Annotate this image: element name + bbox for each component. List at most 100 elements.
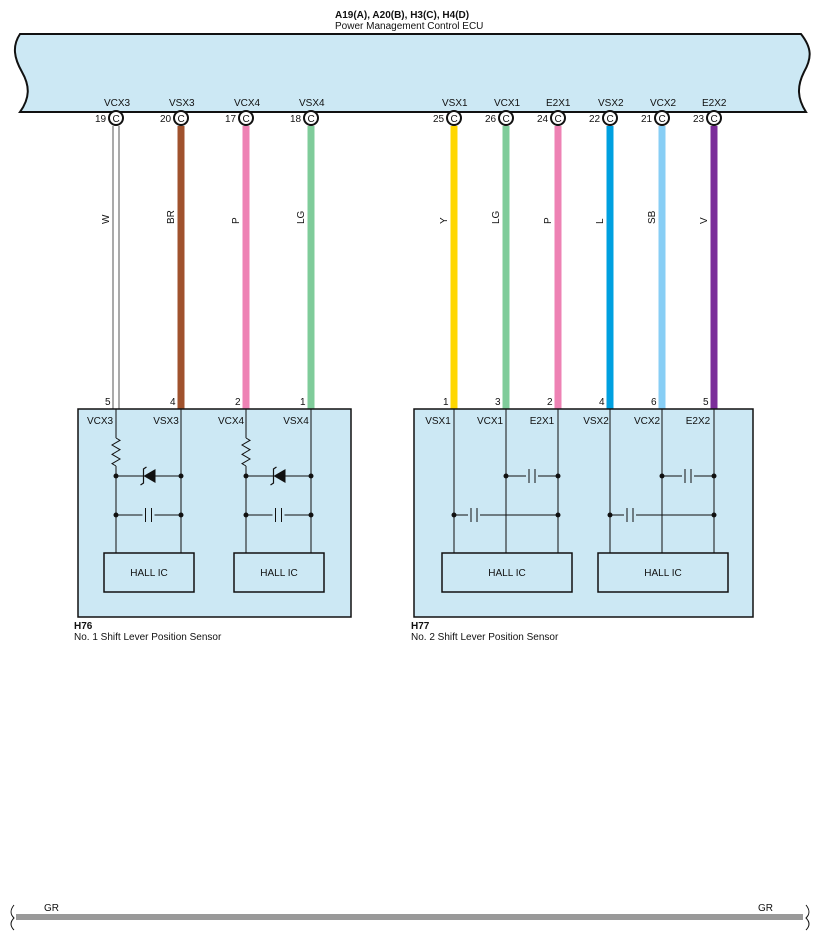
ecu-pin-number: 20 <box>160 114 172 125</box>
connector-c-icon <box>706 110 722 126</box>
junction-dot <box>178 512 184 518</box>
hall-ic-label: HALL IC <box>130 568 167 579</box>
sensor-pin-number: 4 <box>170 397 176 408</box>
gr-line-right-break <box>805 904 810 931</box>
sensor-internal-pin-label: E2X1 <box>530 416 555 427</box>
zener-bar <box>270 466 277 486</box>
hall-ic-box <box>233 552 325 593</box>
resistor-icon <box>111 437 121 467</box>
junction-dot <box>308 473 314 479</box>
sensor-pin-number: 5 <box>703 397 709 408</box>
wire-color-code: V <box>699 217 710 224</box>
junction-dot <box>451 512 457 518</box>
wire-vsx3: VSX3 20 C BR 4 <box>160 98 195 409</box>
sensor-pin-number: 5 <box>105 397 111 408</box>
ecu-pin-number: 24 <box>537 114 549 125</box>
capacitor-gap <box>624 508 636 522</box>
sensor-pin-number: 2 <box>235 397 241 408</box>
connector-letter: C <box>243 114 250 125</box>
wire-color-code: BR <box>166 210 177 224</box>
zener-bar <box>140 466 147 486</box>
junction-dot <box>113 473 119 479</box>
connector-letter: C <box>607 114 614 125</box>
junction-dot <box>113 512 119 518</box>
sensor-h76-name: No. 1 Shift Lever Position Sensor <box>74 632 222 643</box>
ecu-connectors-label: A19(A), A20(B), H3(C), H4(D) <box>335 10 469 21</box>
hall-ic-box <box>597 552 729 593</box>
ecu-pin-label: VSX3 <box>169 98 195 109</box>
zener-diode-icon <box>143 469 156 483</box>
capacitor-gap <box>526 469 538 483</box>
ecu-pin-label: VSX2 <box>598 98 624 109</box>
capacitor-gap <box>142 508 155 522</box>
ecu-name-label: Power Management Control ECU <box>335 21 483 32</box>
capacitor-gap <box>682 469 694 483</box>
hall-ic-box <box>441 552 573 593</box>
ecu-pin-label: E2X2 <box>702 98 727 109</box>
connector-c-icon <box>238 110 254 126</box>
ecu-pin-number: 26 <box>485 114 497 125</box>
wire-color-code: P <box>231 217 242 224</box>
connector-c-icon <box>498 110 514 126</box>
junction-dot <box>555 473 561 479</box>
hall-ic-label: HALL IC <box>260 568 297 579</box>
connector-c-icon <box>550 110 566 126</box>
wire-color-code: LG <box>296 210 307 224</box>
connector-letter: C <box>113 114 120 125</box>
junction-dot <box>711 473 717 479</box>
ecu-pin-number: 17 <box>225 114 237 125</box>
sensor-internal-pin-label: VCX2 <box>634 416 661 427</box>
junction-dot <box>243 473 249 479</box>
wire-color-code: LG <box>491 210 502 224</box>
ecu-pin-number: 23 <box>693 114 705 125</box>
sensor-h77-code: H77 <box>411 621 430 632</box>
wire-color-code: Y <box>439 217 450 224</box>
zener-diode-icon <box>273 469 286 483</box>
ecu-pin-label: VSX4 <box>299 98 325 109</box>
junction-dot <box>711 512 717 518</box>
sensor-pin-number: 2 <box>547 397 553 408</box>
junction-dot <box>659 473 665 479</box>
sensor-pin-number: 4 <box>599 397 605 408</box>
sensor-internal-pin-label: E2X2 <box>686 416 711 427</box>
connector-letter: C <box>503 114 510 125</box>
connector-c-icon <box>303 110 319 126</box>
ecu-pin-label: VCX2 <box>650 98 677 109</box>
wire-color-code: SB <box>647 210 658 224</box>
ecu-pin-number: 18 <box>290 114 302 125</box>
connector-letter: C <box>711 114 718 125</box>
resistor-icon <box>241 437 251 467</box>
sensor-internal-pin-label: VSX4 <box>283 416 309 427</box>
ecu-pin-number: 22 <box>589 114 601 125</box>
connector-letter: C <box>308 114 315 125</box>
hall-ic-label: HALL IC <box>488 568 525 579</box>
ecu-pin-label: VCX4 <box>234 98 261 109</box>
connector-letter: C <box>178 114 185 125</box>
junction-dot <box>178 473 184 479</box>
sensor-internal-pin-label: VCX3 <box>87 416 114 427</box>
ecu-pin-number: 21 <box>641 114 653 125</box>
sensor-internal-pin-label: VSX1 <box>425 416 451 427</box>
sensor-internal-pin-label: VSX3 <box>153 416 179 427</box>
capacitor-gap <box>468 508 480 522</box>
gr-line-left-break <box>10 904 15 931</box>
connector-c-icon <box>446 110 462 126</box>
connector-c-icon <box>654 110 670 126</box>
gr-label-right: GR <box>758 903 773 914</box>
wire-e2x2: E2X2 23 C V 5 <box>693 98 727 409</box>
connector-letter: C <box>451 114 458 125</box>
junction-dot <box>308 512 314 518</box>
sensor-internal-pin-label: VSX2 <box>583 416 609 427</box>
connector-c-icon <box>173 110 189 126</box>
junction-dot <box>243 512 249 518</box>
